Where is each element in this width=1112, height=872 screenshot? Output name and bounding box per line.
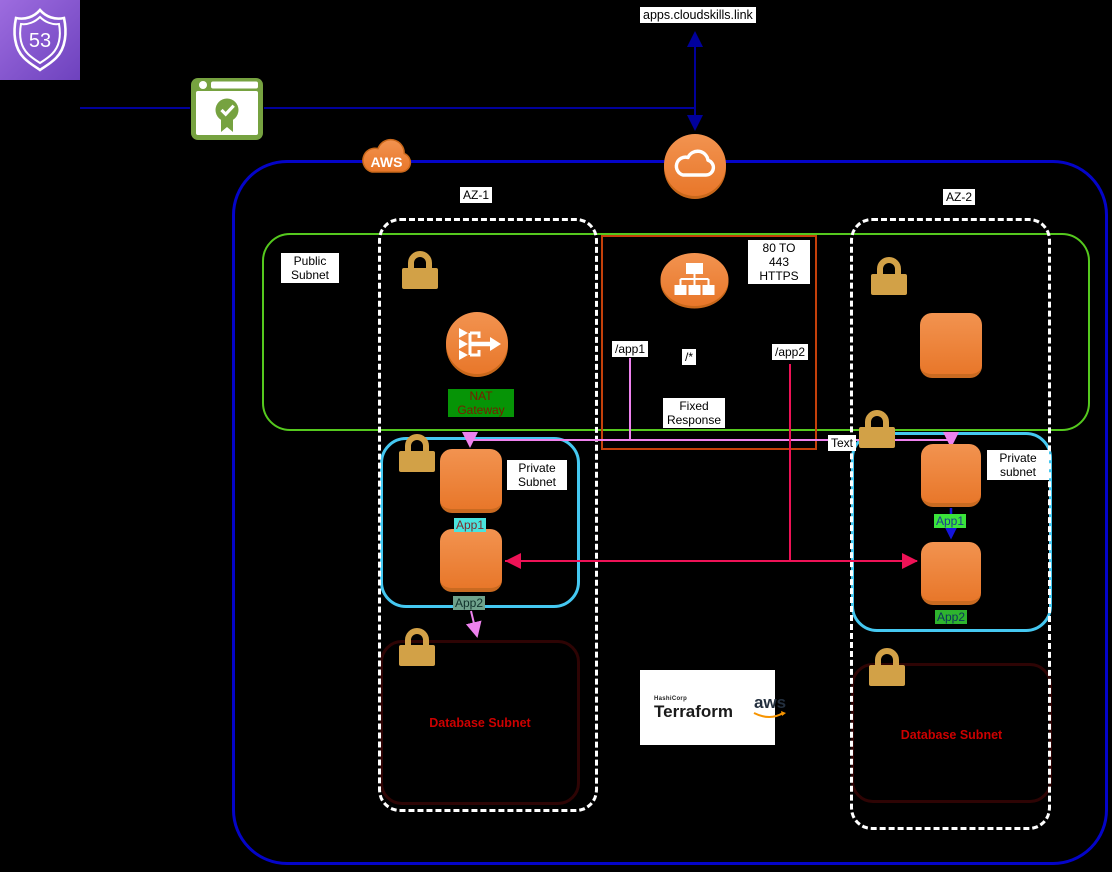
cloudfront-icon — [662, 133, 728, 199]
lock-icon-database-az2 — [866, 647, 908, 692]
path-default-label: /* — [682, 349, 697, 365]
aws-logo-text: AWS — [371, 154, 403, 170]
route53-icon: 53 — [0, 0, 80, 80]
instance-app2-az1 — [440, 529, 502, 592]
terraform-aws-logo: HashiCorp Terraform aws — [640, 670, 786, 745]
text-note-label: Text — [828, 435, 857, 451]
public-subnet-label: Public Subnet — [281, 253, 339, 283]
instance-app2-az2 — [921, 542, 981, 605]
az1-boundary — [378, 218, 598, 812]
database-subnet-az1-label: Database Subnet — [429, 716, 531, 730]
lock-icon-private-az2 — [856, 409, 898, 454]
instance-app1-az2 — [921, 444, 981, 507]
app1-az2-label: App1 — [934, 514, 967, 528]
nat-gateway-label: NAT Gateway — [448, 389, 514, 417]
lock-icon-public-az1 — [399, 250, 441, 295]
path-app1-label: /app1 — [612, 341, 649, 357]
alb-rule-box — [601, 235, 817, 450]
hashicorp-label: HashiCorp — [654, 695, 688, 702]
instance-app1-az1 — [440, 449, 502, 513]
terraform-label: Terraform — [654, 701, 734, 721]
load-balancer-icon — [660, 251, 729, 309]
aws-brand: aws — [753, 694, 787, 721]
lock-icon-public-az2 — [868, 256, 910, 301]
instance-public-az2 — [920, 313, 982, 378]
az1-label: AZ-1 — [460, 187, 493, 203]
public-subnet-boundary — [262, 233, 1090, 431]
aws-brand-text: aws — [753, 693, 787, 712]
aws-smile-icon — [753, 711, 787, 718]
app1-az1-label: App1 — [454, 518, 487, 532]
listener-label: 80 TO 443 HTTPS — [748, 240, 810, 284]
path-app2-label: /app2 — [772, 344, 809, 360]
certificate-icon — [190, 77, 264, 141]
private-subnet-az2-label: Private subnet — [987, 450, 1049, 480]
route53-number: 53 — [29, 30, 51, 52]
domain-label: apps.cloudskills.link — [640, 7, 756, 23]
database-subnet-az1-boundary — [380, 640, 580, 805]
az2-boundary — [850, 218, 1051, 830]
private-subnet-az1-label: Private Subnet — [507, 460, 567, 490]
nat-gateway-icon — [444, 311, 510, 377]
app2-az2-label: App2 — [935, 610, 968, 624]
lock-icon-private-az1 — [396, 433, 438, 478]
app2-az1-label: App2 — [453, 596, 486, 610]
database-subnet-az2-label: Database Subnet — [900, 728, 1003, 742]
az2-label: AZ-2 — [943, 189, 976, 205]
fixed-response-label: Fixed Response — [663, 398, 725, 428]
lock-icon-database-az1 — [396, 627, 438, 672]
aws-cloud-logo: AWS — [359, 131, 414, 181]
